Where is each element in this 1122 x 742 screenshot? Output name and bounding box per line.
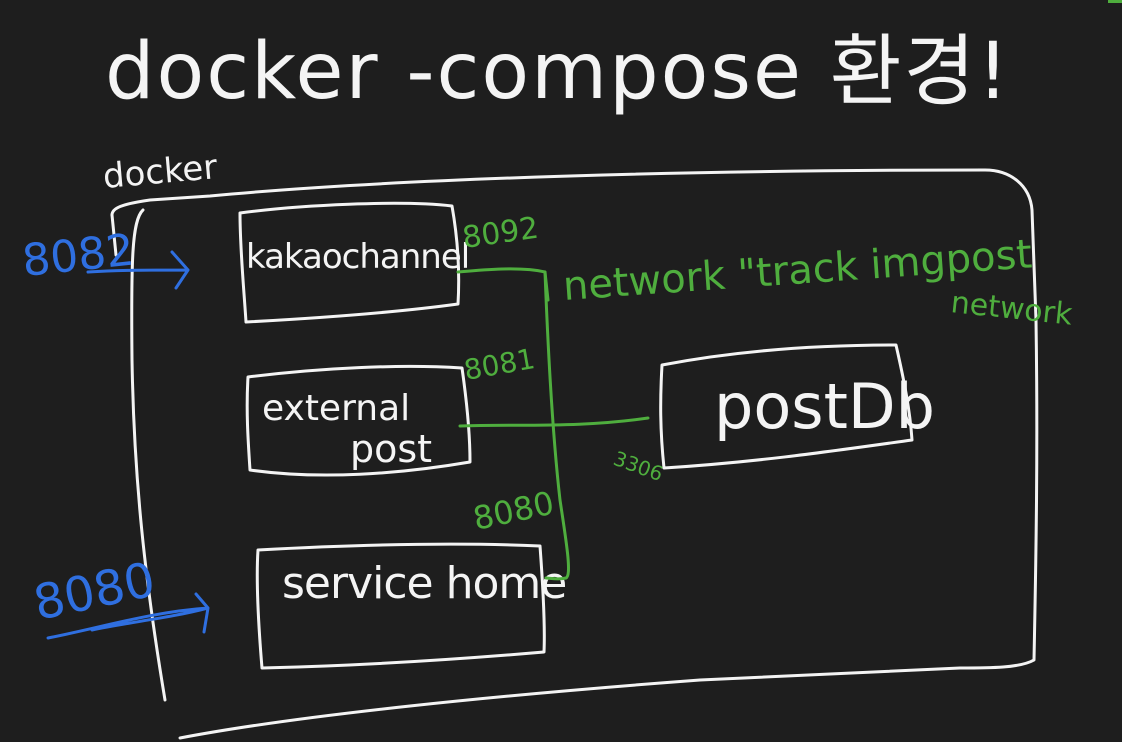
kakaochannel-box <box>238 201 461 324</box>
external-post-box <box>245 364 472 477</box>
host-port-8080-label: 8080 <box>29 552 160 632</box>
network-label-line2: network <box>949 285 1074 333</box>
service-home-label: service home <box>282 558 566 609</box>
diagram-title: docker -compose 환경! <box>105 27 1011 117</box>
docker-label: docker <box>101 147 219 197</box>
external-post-label-line1: external <box>262 388 410 429</box>
corner-mark <box>1108 0 1122 3</box>
external-post-port-label: 8081 <box>461 342 537 387</box>
service-home-port-label: 8080 <box>470 484 558 538</box>
external-post-label-line2: post <box>350 427 432 471</box>
host-port-8082-arrow <box>86 250 190 290</box>
kakaochannel-label: kakaochannel <box>246 237 469 277</box>
postdb-label: postDb <box>714 370 935 443</box>
network-line-vertical <box>543 270 570 581</box>
network-line-kakaochannel <box>456 267 550 302</box>
postdb-port-label: 3306 <box>610 446 666 486</box>
host-port-8082-label: 8082 <box>20 225 137 287</box>
docker-container-outline <box>110 168 1039 740</box>
kakaochannel-port-label: 8092 <box>460 211 540 256</box>
docker-container-left-edge <box>110 208 167 702</box>
service-home-box <box>255 542 546 670</box>
network-line-external-postdb <box>458 416 650 428</box>
host-port-8080-arrow <box>46 592 210 640</box>
postdb-box <box>659 343 914 470</box>
